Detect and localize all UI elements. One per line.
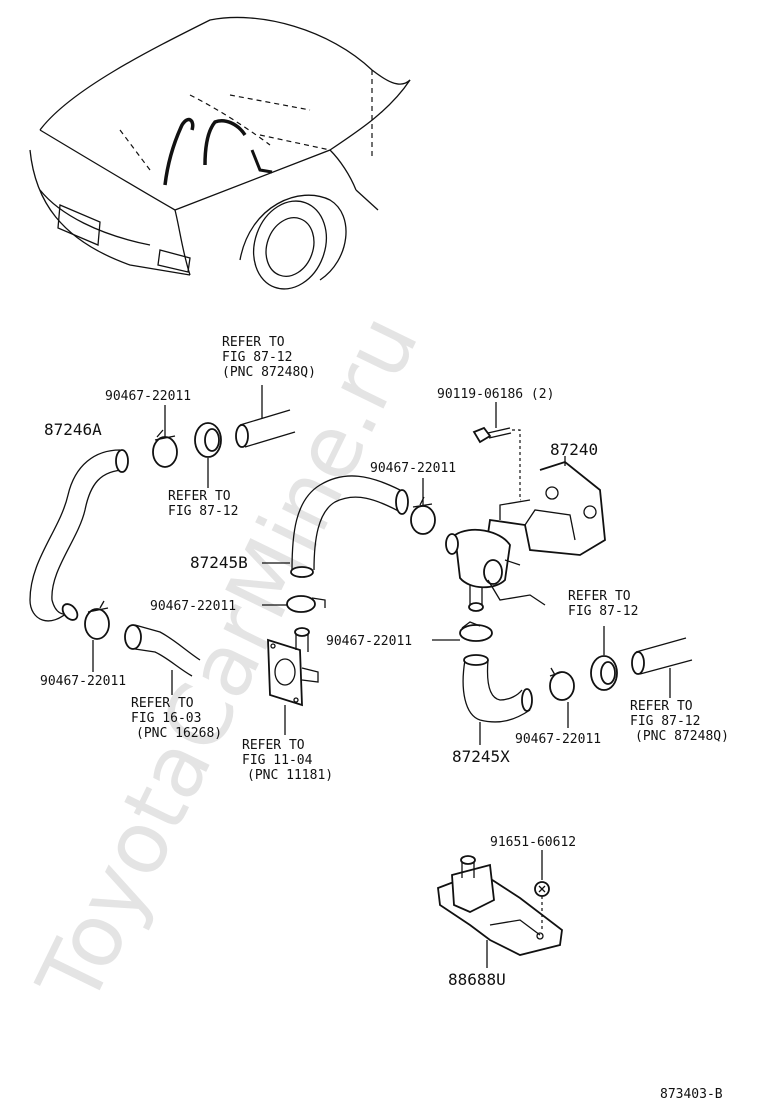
label-refer-1603-1: REFER TO xyxy=(131,696,194,711)
label-refer-a-1: REFER TO xyxy=(168,489,231,504)
label-refer-b-1: REFER TO xyxy=(568,589,631,604)
label-refer-1104-2: FIG 11-04 xyxy=(242,753,313,768)
label-refer-lower-3: (PNC 87248Q) xyxy=(635,729,729,744)
label-refer-1104-1: REFER TO xyxy=(242,738,305,753)
label-refer-1603-3: (PNC 16268) xyxy=(136,726,222,741)
label-refer-lower-2: FIG 87-12 xyxy=(630,714,700,729)
vehicle-location-illustration xyxy=(29,16,411,290)
mount-bracket-88688u xyxy=(437,855,563,956)
label-refer-1603-2: FIG 16-03 xyxy=(131,711,201,726)
hose-87245x xyxy=(462,654,533,723)
clamp-center-lower xyxy=(286,595,326,613)
label-refer-upper-1: REFER TO xyxy=(222,335,285,350)
label-clamp-center-upper: 90467-22011 xyxy=(370,461,456,476)
nut-91651 xyxy=(534,881,550,897)
label-bolt: 90119-06186 (2) xyxy=(437,387,554,402)
clamp-center-upper xyxy=(410,496,436,535)
label-clamp-upper-left: 90467-22011 xyxy=(105,389,191,404)
clamp-lower-right xyxy=(549,667,575,701)
label-87245x: 87245X xyxy=(452,747,510,766)
label-clamp-lower-left: 90467-22011 xyxy=(40,674,126,689)
label-refer-1104-3: (PNC 11181) xyxy=(247,768,333,783)
figure-code: 873403-B xyxy=(660,1087,723,1102)
bolt-90119 xyxy=(472,426,512,444)
label-87246a: 87246A xyxy=(44,420,102,439)
bracket-87240 xyxy=(484,460,606,556)
water-outlet-flange xyxy=(267,627,319,707)
pipe-upper-left xyxy=(235,409,296,448)
grommet-right xyxy=(590,655,618,691)
label-refer-lower-1: REFER TO xyxy=(630,699,693,714)
label-87245b: 87245B xyxy=(190,553,248,572)
clamp-lower-left xyxy=(84,600,110,640)
label-clamp-center-lower: 90467-22011 xyxy=(150,599,236,614)
label-87240: 87240 xyxy=(550,440,598,459)
label-clamp-lower-right: 90467-22011 xyxy=(515,732,601,747)
label-refer-upper-3: (PNC 87248Q) xyxy=(222,365,316,380)
pipe-right xyxy=(631,637,693,675)
hose-87246a xyxy=(29,449,129,622)
clamp-center-right xyxy=(459,621,493,642)
watermark: ToyotaCarMine.ru xyxy=(19,300,439,1020)
label-88688u: 88688U xyxy=(448,970,506,989)
grommet-upper-left xyxy=(194,422,222,458)
water-valve xyxy=(445,528,546,612)
hose-87245b xyxy=(290,475,409,578)
label-clamp-center-right: 90467-22011 xyxy=(326,634,412,649)
pipe-lower-left xyxy=(124,624,201,677)
label-nut: 91651-60612 xyxy=(490,835,576,850)
label-refer-a-2: FIG 87-12 xyxy=(168,504,238,519)
label-refer-upper-2: FIG 87-12 xyxy=(222,350,292,365)
label-refer-b-2: FIG 87-12 xyxy=(568,604,638,619)
